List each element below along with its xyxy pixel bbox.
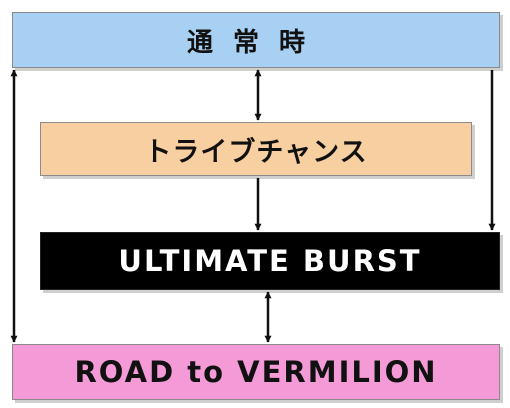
state-normal-box: 通常時 bbox=[12, 12, 500, 68]
state-road-to-vermilion-label: ROAD to VERMILION bbox=[74, 355, 438, 389]
state-tribe-chance-label: トライブチャンス bbox=[144, 136, 368, 168]
state-tribe-chance-box: トライブチャンス bbox=[40, 122, 472, 176]
state-road-to-vermilion-box: ROAD to VERMILION bbox=[12, 344, 500, 400]
state-normal-label: 通常時 bbox=[186, 27, 325, 58]
state-ultimate-burst-box: ULTIMATE BURST bbox=[40, 232, 500, 290]
state-ultimate-burst-label: ULTIMATE BURST bbox=[118, 244, 422, 278]
